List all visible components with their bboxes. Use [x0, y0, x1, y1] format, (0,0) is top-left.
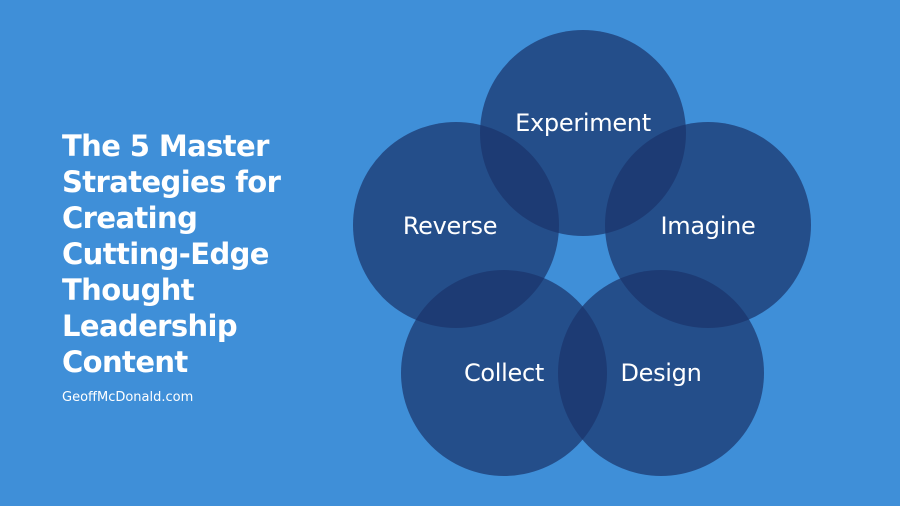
label-imagine: Imagine [661, 212, 756, 240]
circle-reverse [353, 122, 559, 328]
title-line: Thought [62, 273, 195, 307]
label-experiment: Experiment [515, 109, 651, 137]
title-line: Creating [62, 201, 198, 235]
label-reverse: Reverse [403, 212, 497, 240]
title-line: Cutting-Edge [62, 237, 269, 271]
title-line: Leadership [62, 309, 238, 343]
label-collect: Collect [464, 359, 544, 387]
title-line: The 5 Master [62, 129, 269, 163]
title-line: Strategies for [62, 165, 281, 199]
title-block: The 5 Master Strategies for Creating Cut… [62, 128, 332, 406]
title-line: Content [62, 345, 188, 379]
circle-design [558, 270, 764, 476]
label-design: Design [620, 359, 701, 387]
website-link[interactable]: GeoffMcDonald.com [62, 390, 194, 405]
